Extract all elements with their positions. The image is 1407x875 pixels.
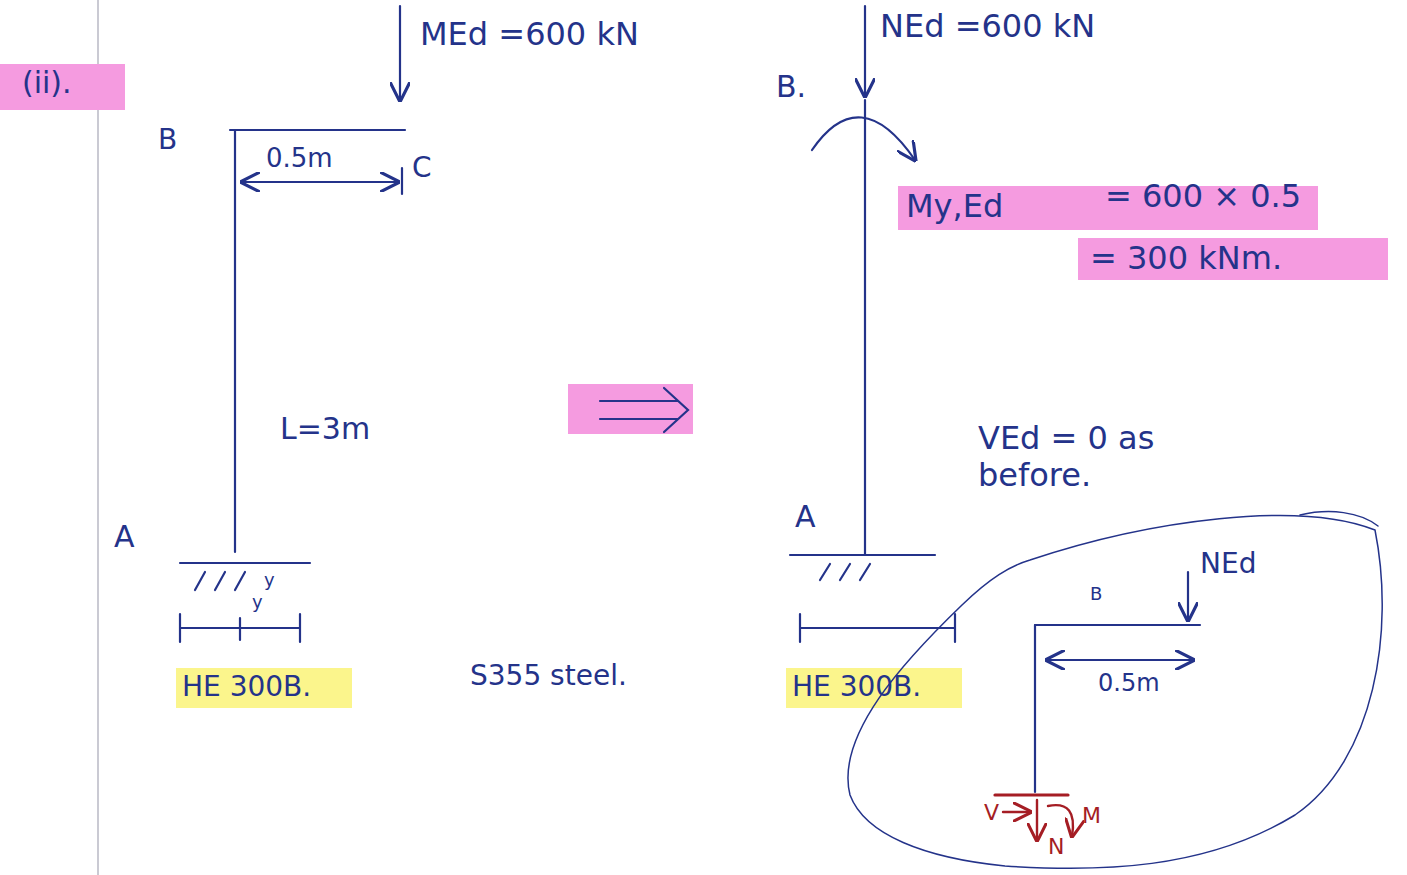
- dimension-tick: [180, 614, 300, 642]
- section-dimension: [800, 627, 955, 629]
- pink-highlight: [568, 384, 693, 434]
- moment-label: = 600 × 0.5: [1105, 178, 1301, 215]
- load-arrow: [1187, 572, 1189, 620]
- point-label: B: [1090, 584, 1102, 605]
- dimension-label: L=3m: [280, 412, 370, 447]
- support-line: [790, 554, 935, 556]
- bracket-line: [230, 129, 405, 131]
- dimension-label: 0.5m: [1098, 670, 1160, 698]
- point-label: B: [158, 124, 177, 156]
- shear-note: VEd = 0 as before.: [978, 420, 1248, 494]
- cut-line: [995, 793, 1068, 796]
- column-line: [864, 100, 866, 555]
- yellow-highlight: [176, 668, 352, 708]
- force-label: V: [984, 800, 999, 825]
- support-hatch: [195, 572, 245, 590]
- axial-arrow: [1036, 800, 1038, 840]
- load-arrow: [399, 6, 401, 100]
- moment-arrow: [812, 117, 915, 160]
- moment-label: = 300 kNm.: [1090, 240, 1282, 277]
- point-label: A: [114, 520, 135, 555]
- dimension-tick: [800, 614, 955, 642]
- column-line: [1034, 625, 1036, 792]
- dimension-line: [1047, 659, 1193, 661]
- implies-arrow: [600, 388, 688, 432]
- force-label: M: [1082, 803, 1101, 828]
- yellow-highlight: [786, 668, 962, 708]
- margin-line: [97, 0, 99, 875]
- column-line: [234, 130, 236, 552]
- support-hatch: [820, 564, 870, 580]
- section-label: HE 300B.: [792, 671, 921, 703]
- axis-label: y: [252, 592, 263, 613]
- part-number: (ii).: [22, 66, 72, 101]
- load-arrow: [864, 6, 866, 96]
- shear-arrow: [1003, 811, 1030, 813]
- pink-highlight: [0, 64, 125, 110]
- dimension-tick: [401, 168, 403, 194]
- free-body-outline: [848, 516, 1382, 869]
- dimension-label: 0.5m: [266, 144, 333, 174]
- point-label: C: [412, 152, 432, 184]
- moment-arrow: [1048, 805, 1073, 836]
- support-line: [180, 562, 310, 564]
- bracket-line: [1035, 624, 1200, 626]
- axis-label: y: [264, 570, 275, 591]
- load-label: NEd: [1200, 548, 1256, 580]
- outline-stroke: [1300, 512, 1378, 526]
- moment-label: My,Ed: [906, 188, 1003, 225]
- dimension-line: [242, 181, 398, 183]
- load-label: NEd =600 kN: [880, 8, 1095, 45]
- load-label: MEd =600 kN: [420, 16, 639, 53]
- point-label: A: [795, 500, 816, 535]
- point-label: B.: [776, 70, 806, 105]
- section-label: HE 300B.: [182, 671, 311, 703]
- force-label: N: [1048, 834, 1064, 859]
- material-note: S355 steel.: [470, 660, 627, 692]
- pink-highlight: [1078, 238, 1388, 280]
